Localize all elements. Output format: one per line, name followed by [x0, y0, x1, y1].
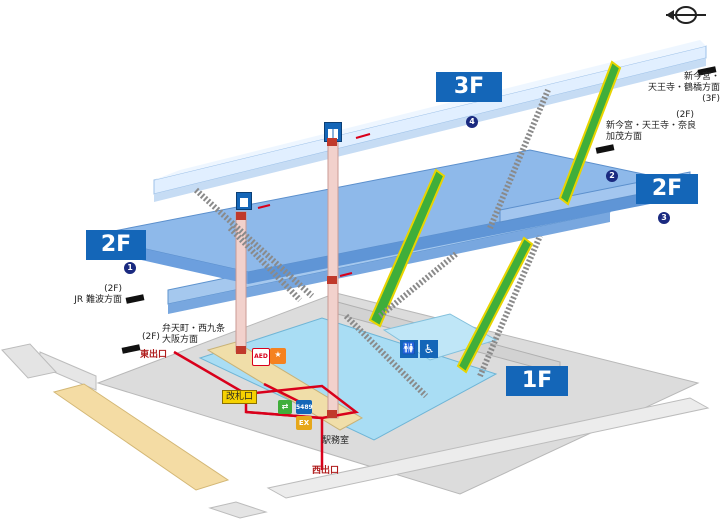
floor-badge-2f-left: 2F — [86, 230, 146, 260]
stairs-e — [477, 234, 543, 378]
stairs-b — [227, 225, 303, 303]
ticket-gate-label: 改札口 — [222, 390, 258, 404]
label-shin-imamiya-2f-dest: 新今宮・天王寺・奈良 加茂方面 — [606, 121, 697, 142]
label-shin-imamiya-3f: 新今宮・ 天王寺・鶴橋方面 (3F) — [647, 72, 720, 104]
elevator-stop-2f — [236, 212, 246, 220]
elevator-marker-2f-lower — [339, 272, 353, 277]
platform-number-3: 3 — [658, 212, 670, 224]
platform-ground-strip — [1, 343, 57, 379]
escalators-green — [368, 60, 622, 374]
stairs-f — [487, 88, 551, 230]
arrow-jr-namba — [125, 294, 145, 304]
wheelchair-icon: ♿ — [420, 340, 438, 358]
ex-icon: EX — [296, 416, 312, 430]
label-west-exit: 西出口 — [312, 466, 340, 476]
north-arrow-icon — [664, 4, 708, 26]
elevator-stop-2f-mid — [327, 276, 337, 284]
floor-2f-front-face — [248, 184, 690, 284]
elevator-stop-1f-b — [327, 410, 337, 418]
restroom-icon: 🚻 — [400, 340, 418, 358]
west-ground-strip — [266, 397, 710, 499]
elevator-stop-1f-a — [236, 346, 246, 354]
floor-3f — [153, 40, 707, 202]
floor-3f-face — [154, 58, 706, 202]
label-bentencho-floor: (2F) — [142, 332, 160, 342]
service-icon: ★ — [270, 348, 286, 364]
stairs-d — [378, 251, 458, 319]
platform-number-4: 4 — [466, 116, 478, 128]
floor-badge-2f-right: 2F — [636, 174, 698, 204]
platform-number-2: 2 — [606, 170, 618, 182]
arrow-3f-right — [697, 66, 717, 76]
label-east-exit: 東出口 — [140, 350, 168, 360]
escalator-green-1 — [368, 168, 446, 328]
elevator-markers — [257, 133, 371, 277]
label-jr-namba: (2F) JR 難波方面 — [74, 284, 122, 305]
route-inner — [263, 382, 301, 404]
floor-badge-3f: 3F — [436, 72, 502, 102]
elevator-stop-3f — [327, 138, 337, 146]
elevator-marker-2f — [257, 204, 271, 209]
yellow-path — [52, 383, 230, 491]
ticket-machine-label: 5489 — [296, 404, 313, 411]
floor-2f-slab-lower-face — [168, 212, 610, 314]
stairs-c — [343, 313, 429, 399]
stairs — [193, 88, 551, 399]
south-ground-strip — [208, 501, 268, 519]
aed-icon: AED — [252, 348, 270, 366]
arrow-bentencho — [121, 344, 141, 354]
direction-arrows — [121, 66, 717, 354]
label-shin-imamiya-2f: (2F) — [676, 110, 694, 120]
platform-number-1: 1 — [124, 262, 136, 274]
elevator-marker-3f — [355, 133, 371, 139]
ex-label: EX — [298, 419, 310, 427]
ticket-machine-green-icon: ⇄ — [278, 400, 292, 414]
label-station-office: 駅務室 — [322, 436, 350, 446]
floor-3f-slab-top — [154, 40, 706, 180]
elevator-icon-2f — [236, 192, 252, 210]
aed-label: AED — [254, 353, 268, 360]
label-bentencho: 弁天町・西九条 大阪方面 — [162, 324, 226, 345]
floor-badge-1f: 1F — [506, 366, 568, 396]
escalator-green-3 — [558, 60, 622, 206]
escalator-green-2 — [456, 236, 534, 374]
ticket-machine-5489-icon: 5489 — [296, 400, 313, 414]
arrow-2f-right — [595, 144, 615, 154]
